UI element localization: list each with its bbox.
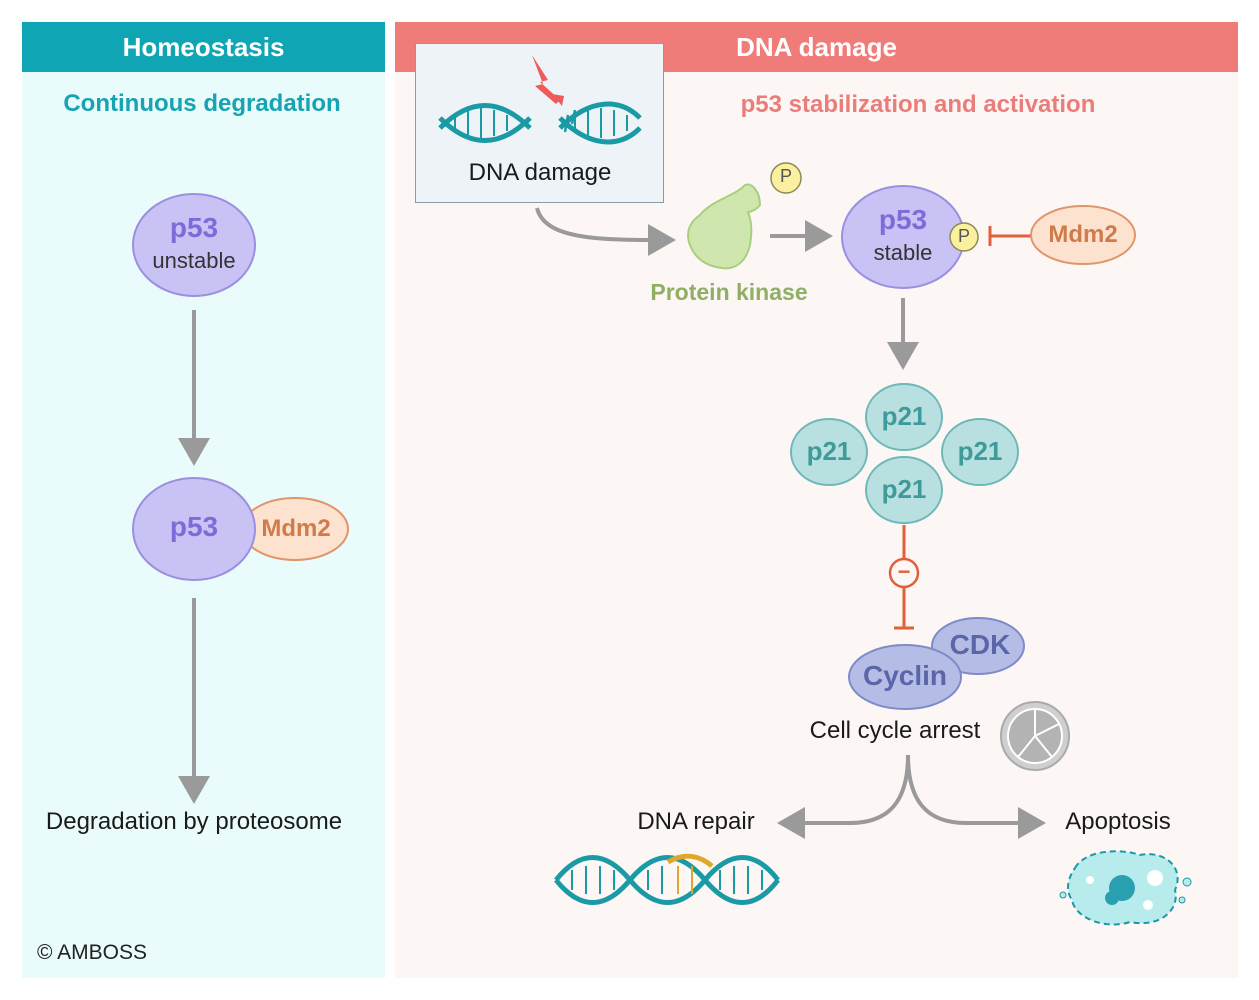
arrow-to-dna-repair: [777, 754, 910, 839]
p53-complex-label: p53: [169, 511, 219, 542]
dna-repair-label: DNA repair: [637, 808, 755, 835]
cdk-label: CDK: [949, 629, 1011, 660]
cell-cycle-arrest-icon: [1000, 701, 1070, 771]
inhibit-symbol-circle: [888, 557, 920, 589]
homeostasis-panel: Homeostasis: [22, 22, 385, 978]
phospho-circle-p53: [949, 222, 979, 252]
mdm2-right-label: Mdm2: [1048, 221, 1118, 248]
cell-cycle-arrest-label: Cell cycle arrest: [809, 717, 981, 744]
protein-kinase-shape: [687, 183, 762, 270]
inhibit-symbol: −: [897, 559, 911, 584]
repaired-dna-icon: [554, 853, 780, 905]
mdm2-right-shape: [1030, 205, 1136, 265]
phospho-kinase-label: P: [779, 166, 793, 186]
copyright-text: © AMBOSS: [37, 941, 148, 964]
p53-bound-shape: [132, 477, 256, 581]
phospho-circle-kinase: [770, 162, 802, 194]
p21-right-label: p21: [957, 436, 1003, 466]
cyclin-label: Cyclin: [862, 660, 948, 691]
lightning-bolt-icon: [532, 55, 560, 104]
p53-unstable-state: unstable: [152, 248, 236, 273]
protein-kinase-label: Protein kinase: [650, 279, 808, 305]
p53-stable-shape: [841, 185, 965, 289]
arrow-to-apoptosis: [906, 754, 1046, 839]
p21-left-label: p21: [806, 436, 852, 466]
homeostasis-header: Homeostasis: [22, 22, 385, 72]
apoptosis-label: Apoptosis: [1065, 808, 1171, 835]
apoptotic-cell-icon: [1059, 850, 1192, 926]
cyclin-shape: [848, 644, 962, 710]
degradation-label: Degradation by proteosome: [45, 808, 343, 835]
p21-bottom-label: p21: [881, 474, 927, 504]
dna-damage-subtitle: p53 stabilization and activation: [740, 91, 1096, 118]
cdk-shape: [931, 617, 1025, 675]
p53-unstable-shape: [132, 193, 256, 297]
p53-stable-state: stable: [873, 240, 933, 265]
phospho-p53-label: P: [957, 226, 971, 246]
mdm2-complex-label: Mdm2: [261, 515, 331, 542]
p53-stable-label: p53: [878, 204, 928, 235]
p21-cluster: [790, 383, 1019, 524]
p21-top-label: p21: [881, 401, 927, 431]
arrow-damage-to-kinase: [535, 207, 676, 256]
homeostasis-subtitle: Continuous degradation: [63, 90, 341, 117]
damaged-dna-icon: [438, 101, 642, 145]
p53-unstable-label: p53: [169, 212, 219, 243]
dna-damage-box-label: DNA damage: [468, 159, 612, 186]
